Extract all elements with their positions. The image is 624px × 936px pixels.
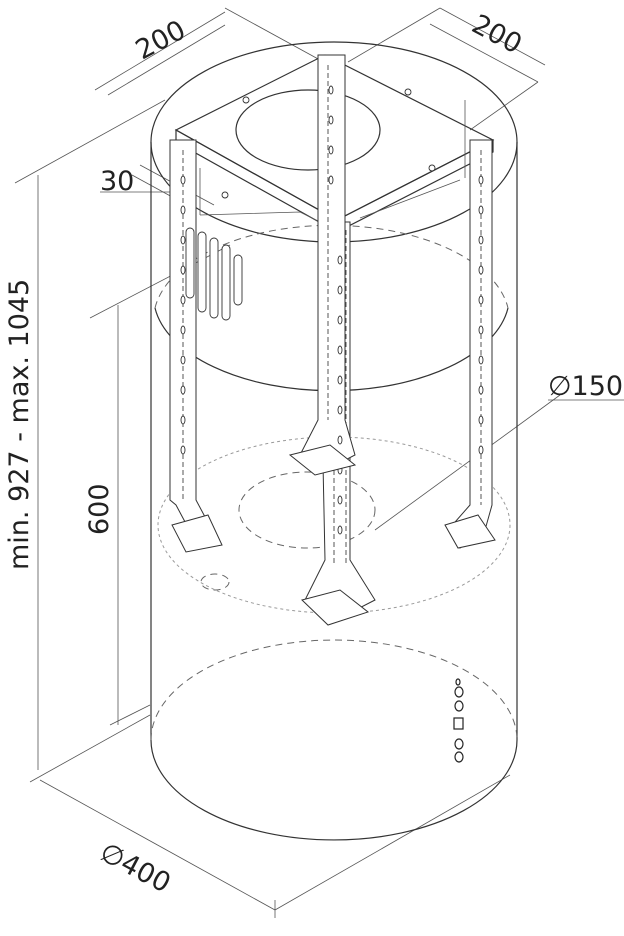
dimension-lines: [14, 7, 624, 918]
outlet-opening: [235, 89, 381, 171]
control-panel: [453, 678, 464, 763]
dimension-outlet-diameter: ∅150: [548, 371, 623, 402]
dimension-top-left: 200: [131, 15, 191, 67]
control-knob-4: [454, 751, 464, 763]
dimension-height-range: min. 927 - max. 1045: [4, 279, 35, 570]
control-led: [455, 678, 461, 686]
dimension-offset: 30: [100, 166, 134, 197]
small-vent-oval: [200, 573, 230, 591]
motor-outlet-circle: [238, 471, 376, 549]
support-brackets: [169, 54, 496, 626]
dimension-lower-height: 600: [84, 483, 115, 535]
control-light-button: [453, 717, 464, 730]
control-knob-2: [454, 700, 464, 712]
dimension-top-right: 200: [467, 9, 527, 61]
filter-plane: [157, 436, 511, 614]
dimension-body-diameter: ∅400: [95, 837, 176, 900]
cylinder-bottom-rim: [150, 739, 518, 841]
control-knob-3: [454, 738, 464, 750]
vent-slots: [185, 227, 243, 321]
control-knob-1: [454, 686, 464, 698]
cylinder-bottom-hidden-rim: [150, 639, 518, 741]
